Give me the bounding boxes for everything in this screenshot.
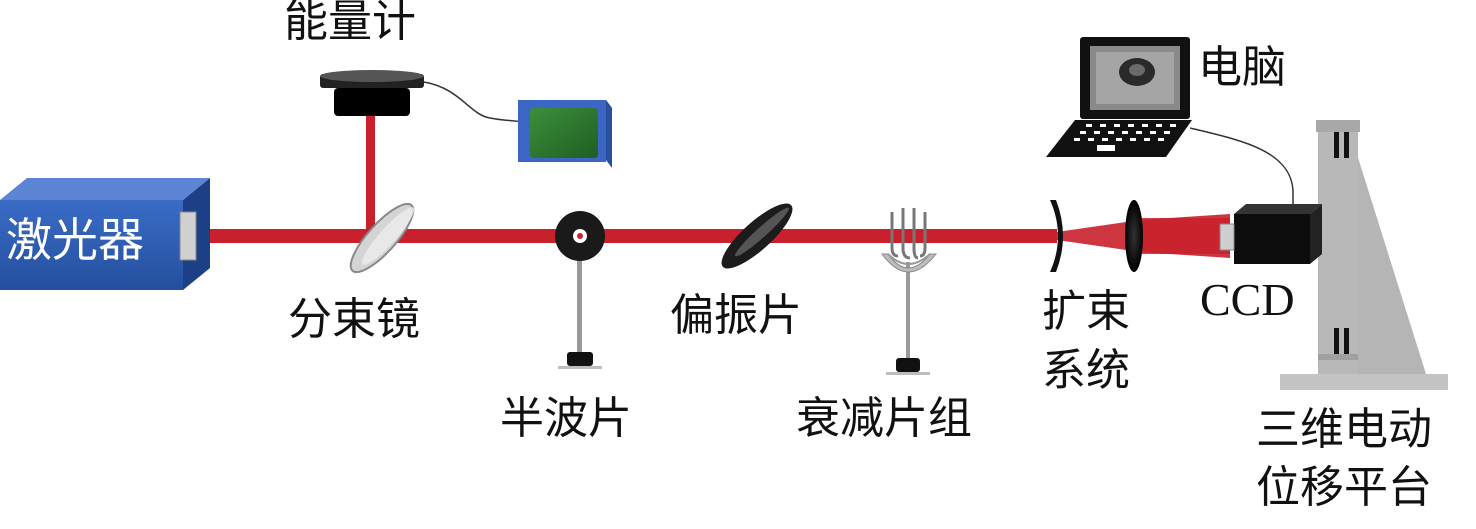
polarizer-label: 偏振片	[670, 290, 802, 341]
beam-splitter-icon	[349, 202, 415, 274]
half-wave-plate-label: 半波片	[500, 393, 632, 444]
stage-label-line1: 三维电动	[1256, 404, 1432, 455]
half-wave-plate-icon	[555, 211, 605, 369]
attenuator-group-label: 衰减片组	[796, 393, 972, 444]
meter-display-icon	[518, 100, 612, 168]
ccd-camera-icon	[1219, 204, 1322, 264]
laser-box-icon	[0, 178, 210, 290]
computer-cable	[1189, 127, 1294, 206]
polarizer-icon	[721, 203, 793, 269]
laptop-icon	[1046, 37, 1192, 157]
attenuator-group-icon	[881, 208, 938, 375]
beam-expander-icon	[1050, 200, 1143, 272]
collimated-beam	[1135, 218, 1230, 254]
energy-meter-head-icon	[320, 70, 424, 116]
meter-cable	[423, 81, 523, 123]
beam-expander-label-line1: 扩束	[1042, 286, 1130, 337]
computer-label: 电脑	[1198, 42, 1286, 93]
beam-expander-label-line2: 系统	[1042, 345, 1130, 396]
motorized-stage-icon	[1280, 120, 1448, 390]
reflected-beam-to-meter	[366, 112, 375, 236]
stage-label-line2: 位移平台	[1256, 462, 1432, 513]
beam-splitter-label: 分束镜	[288, 294, 420, 345]
main-laser-beam	[195, 229, 1057, 243]
ccd-label: CCD	[1200, 274, 1295, 325]
laser-label: 激光器	[6, 213, 144, 267]
energy-meter-label: 能量计	[284, 0, 416, 47]
